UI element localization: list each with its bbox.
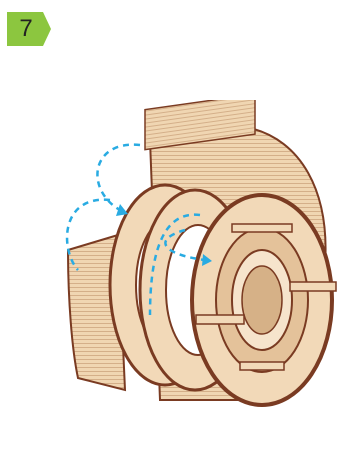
assembly-illustration (0, 100, 346, 430)
step-number: 7 (7, 12, 45, 46)
arrow-1 (97, 145, 140, 210)
step-badge: 7 (7, 12, 51, 46)
